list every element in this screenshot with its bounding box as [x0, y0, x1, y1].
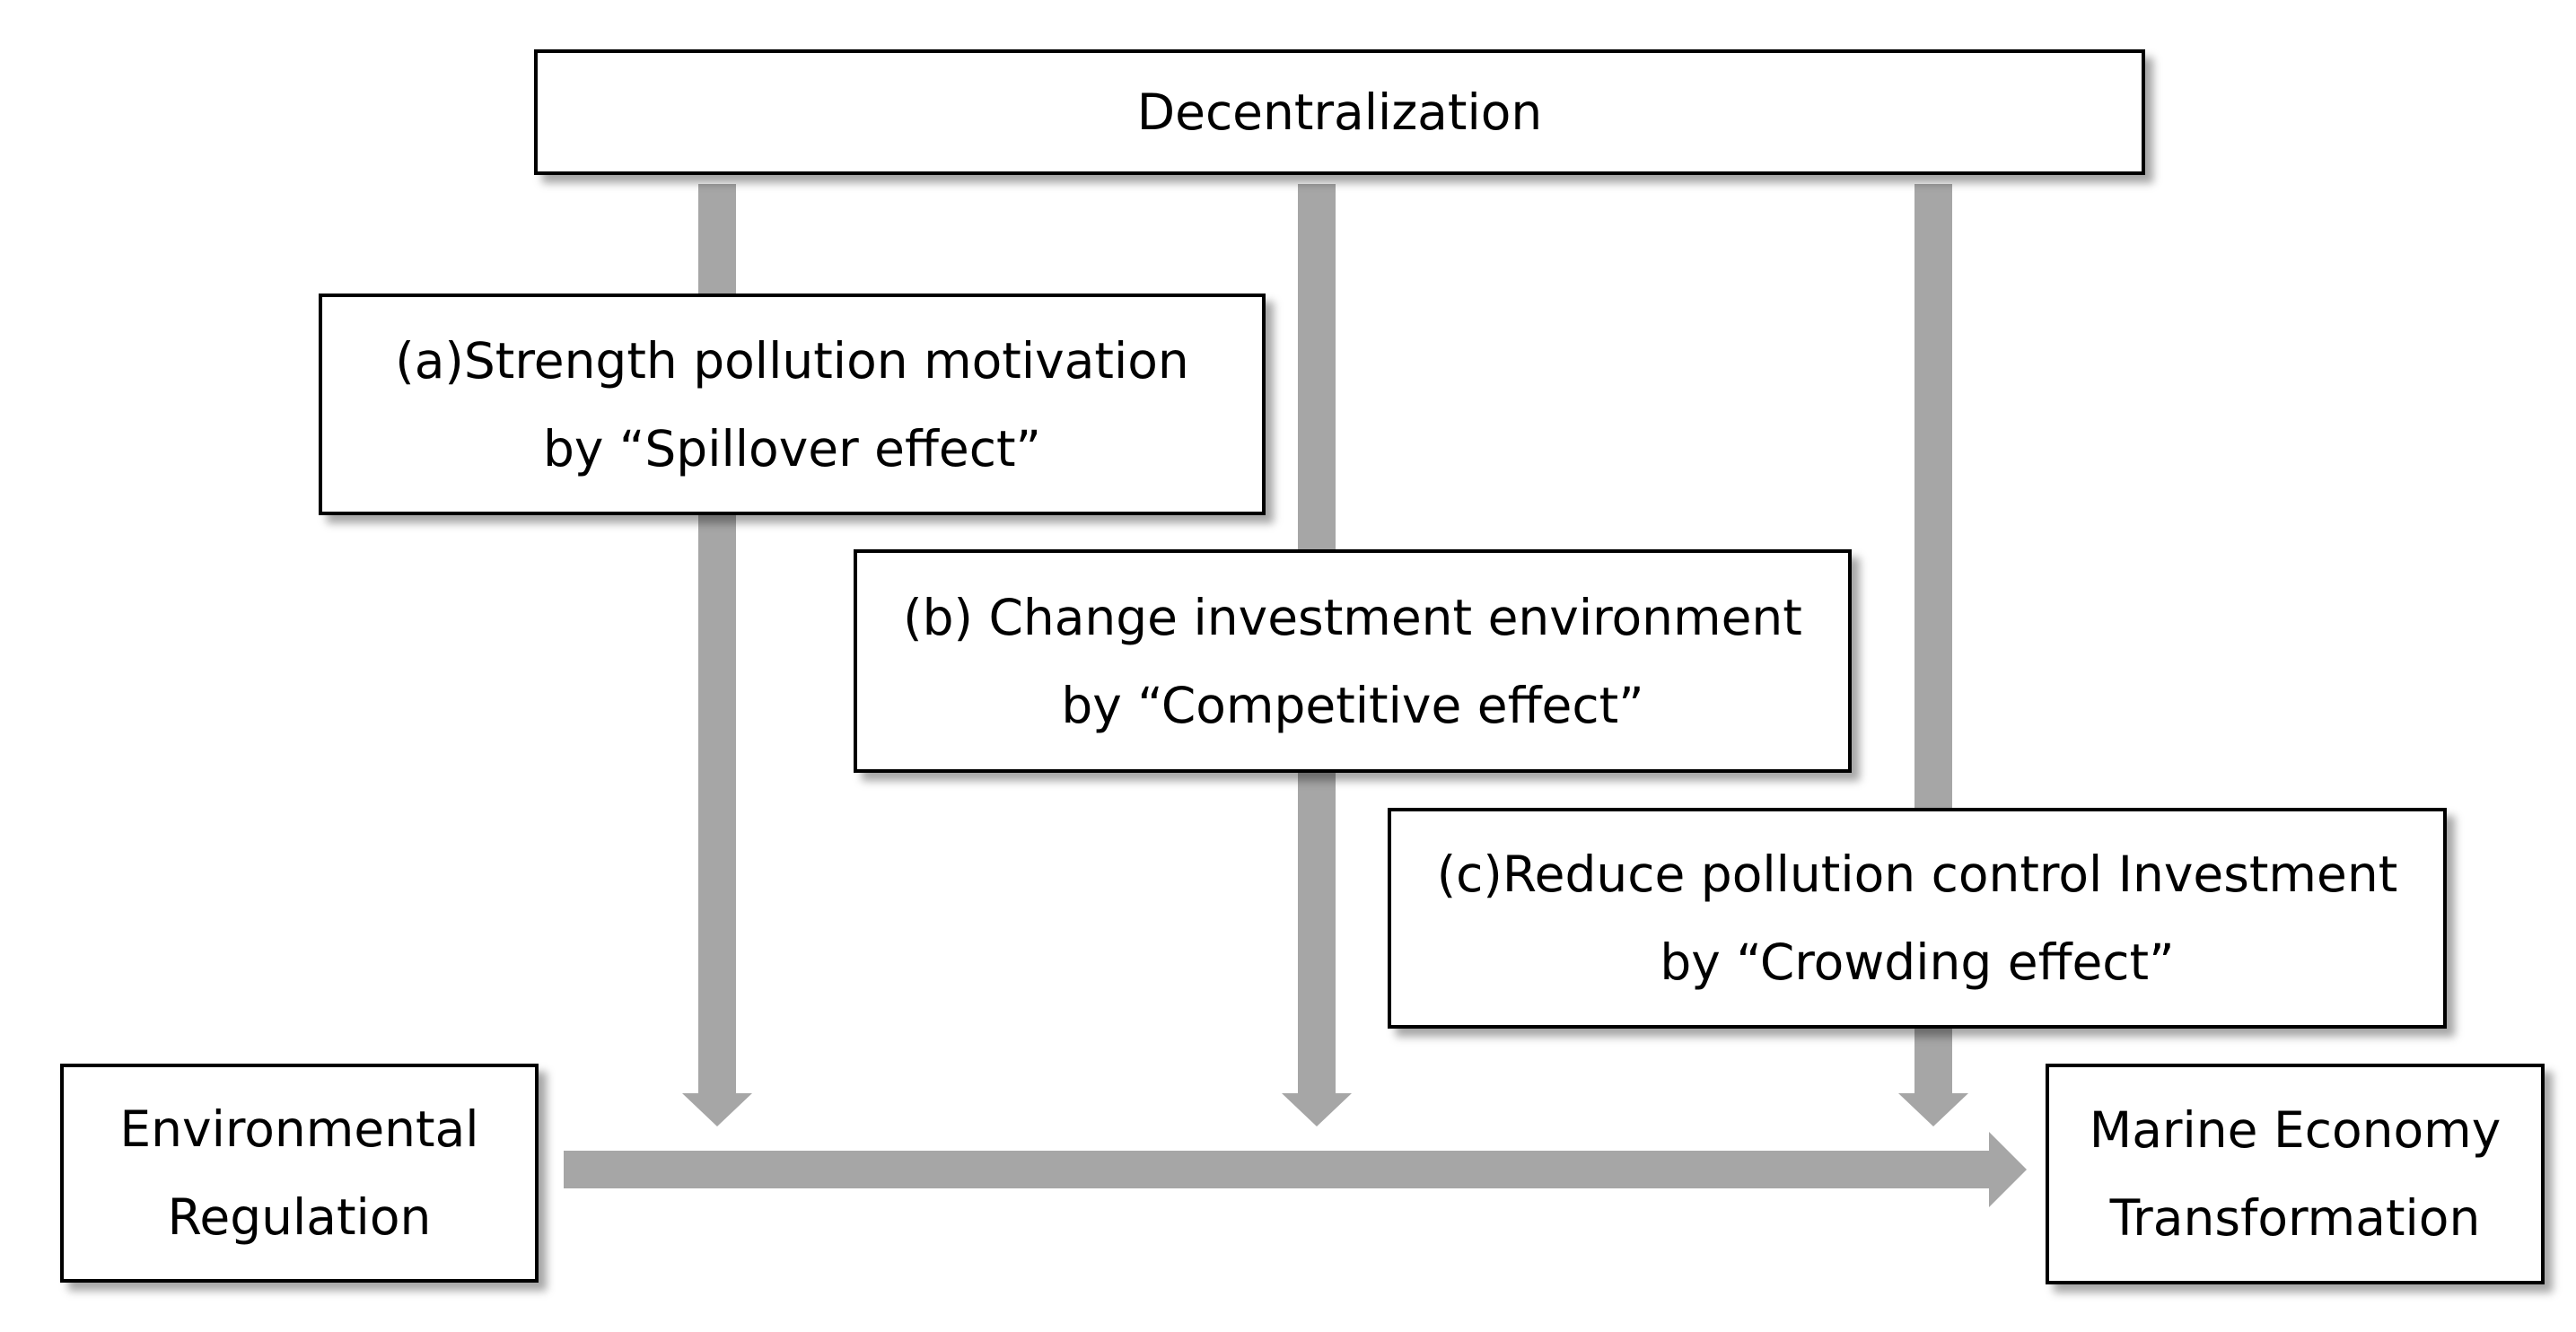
mechanism-c-box: (c)Reduce pollution control Investment b…: [1388, 808, 2447, 1029]
mechanism-c-line1: (c)Reduce pollution control Investment: [1436, 846, 2398, 903]
marine-economy-line2: Transformation: [2109, 1189, 2481, 1247]
connector-a-lower: [698, 512, 736, 1095]
connector-c-upper: [1914, 184, 1952, 811]
mechanism-a-line2: by “Spillover effect”: [542, 419, 1042, 478]
mechanism-b-line2: by “Competitive effect”: [1061, 676, 1644, 734]
mechanism-c-line2: by “Crowding effect”: [1660, 933, 2175, 991]
environmental-regulation-line1: Environmental: [119, 1100, 479, 1158]
arrowhead-a: [682, 1093, 752, 1126]
mechanism-a-line1: (a)Strength pollution motivation: [395, 331, 1189, 390]
environmental-regulation-box: Environmental Regulation: [60, 1064, 539, 1283]
mechanism-b-box: (b) Change investment environment by “Co…: [854, 549, 1852, 773]
mechanism-a-box: (a)Strength pollution motivation by “Spi…: [319, 294, 1266, 515]
arrowhead-b: [1282, 1093, 1352, 1126]
decentralization-label: Decentralization: [1136, 83, 1543, 141]
main-arrow-shaft: [564, 1151, 1991, 1188]
decentralization-box: Decentralization: [534, 49, 2145, 175]
connector-c-lower: [1914, 1025, 1952, 1095]
connector-a-upper: [698, 184, 736, 297]
marine-economy-box: Marine Economy Transformation: [2046, 1064, 2545, 1284]
environmental-regulation-line2: Regulation: [167, 1188, 432, 1246]
marine-economy-line1: Marine Economy: [2089, 1101, 2502, 1159]
main-arrowhead: [1989, 1132, 2027, 1207]
connector-b-lower: [1298, 769, 1336, 1095]
connector-b-upper: [1298, 184, 1336, 553]
arrowhead-c: [1898, 1093, 1968, 1126]
mechanism-b-line1: (b) Change investment environment: [903, 588, 1802, 646]
